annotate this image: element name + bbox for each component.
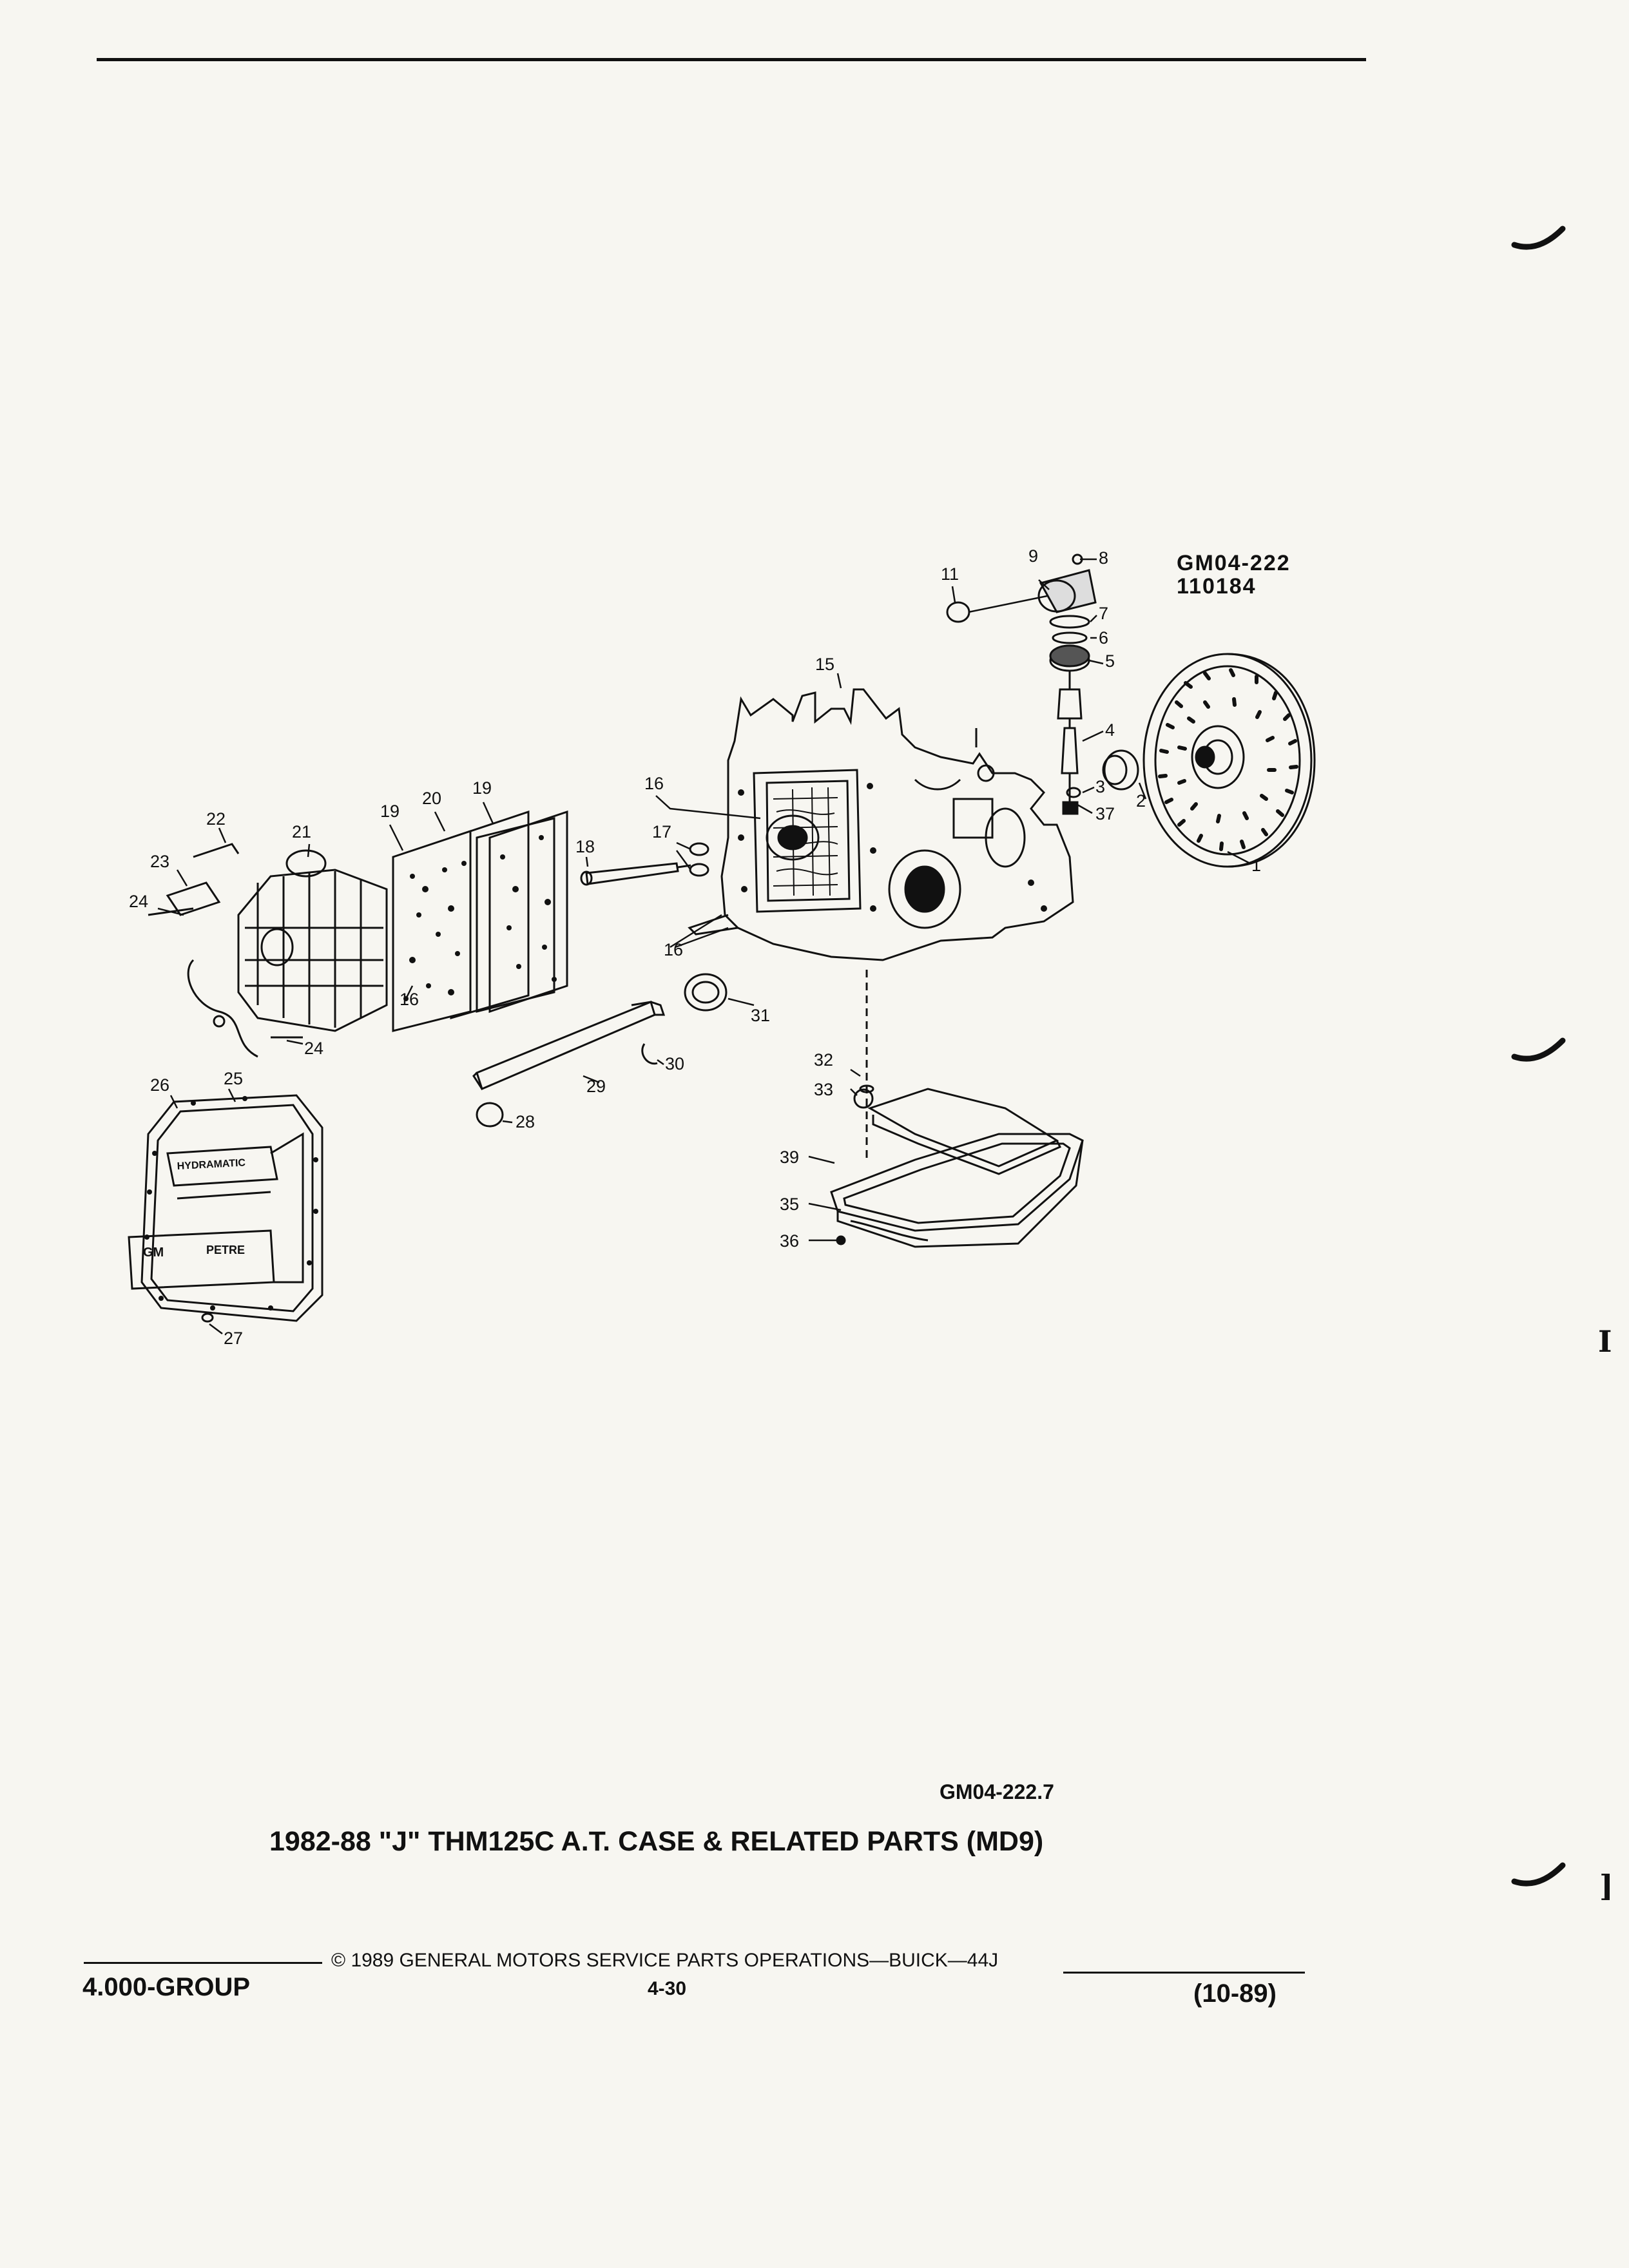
pan-gm-badge: GM [143,1245,164,1260]
callout-2: 2 [1136,791,1146,811]
margin-bracket-2: ] [1599,1869,1614,1903]
callout-36: 36 [780,1231,799,1251]
figure-code: GM04-222 [1177,551,1291,575]
footer-rule-left [84,1962,322,1964]
callout-6: 6 [1099,628,1108,648]
callout-35: 35 [780,1195,799,1214]
callout-24-a: 24 [129,892,148,911]
callout-22: 22 [206,809,226,829]
callout-21: 21 [292,822,311,841]
callout-5: 5 [1105,651,1115,671]
top-rule [97,58,1366,61]
callout-16-c: 16 [400,990,419,1009]
callout-33: 33 [814,1080,833,1099]
callout-labels: 1 2 3 4 5 6 7 8 9 11 15 16 16 16 17 18 1… [129,546,1261,1348]
callout-27: 27 [224,1329,243,1348]
bolts-17-illustration [689,842,709,877]
callout-15: 15 [815,655,834,674]
ring-30-illustration [641,1043,658,1065]
callout-19-a: 19 [380,802,400,821]
input-shaft-illustration [472,1000,666,1091]
callout-30: 30 [665,1054,684,1073]
leader-lines [157,558,1251,1334]
torque-converter-illustration [1142,653,1316,868]
callout-1: 1 [1251,856,1261,875]
figure-date: 110184 [1177,574,1257,599]
callout-39: 39 [780,1148,799,1167]
callout-20: 20 [422,789,441,808]
valve-body-illustration [148,843,388,1058]
callout-31: 31 [751,1006,770,1025]
callout-7: 7 [1099,604,1108,623]
margin-bracket-1: I [1598,1324,1612,1359]
figure-reference: GM04-222.7 [940,1780,1054,1803]
oil-pan-illustration [128,1094,323,1323]
callout-18: 18 [575,837,595,856]
footer-rule-right [1063,1972,1305,1974]
ring-28-illustration [476,1102,504,1128]
callout-37: 37 [1095,804,1115,823]
callout-17: 17 [652,822,671,841]
callout-29: 29 [586,1077,606,1096]
filter-gasket-illustration [830,1084,1084,1248]
pan-brand-label: HYDRAMATIC [177,1157,246,1172]
callout-11: 11 [941,564,959,584]
footer-copyright: © 1989 GENERAL MOTORS SERVICE PARTS OPER… [331,1950,999,1971]
callout-25: 25 [224,1069,243,1088]
transmission-case-illustration [688,688,1074,961]
footer-group: 4.000-GROUP [82,1973,251,2001]
shaft-18-illustration [580,862,691,886]
callout-16-b: 16 [664,940,683,959]
margin-ticks [1511,226,1566,1887]
callout-16-a: 16 [644,774,664,793]
figure-caption: 1982-88 "J" THM125C A.T. CASE & RELATED … [269,1826,1044,1857]
spacer-plates-illustration [392,810,568,1032]
callout-28: 28 [516,1112,535,1131]
callout-32: 32 [814,1050,833,1070]
callout-26: 26 [150,1075,169,1095]
callout-3: 3 [1095,777,1105,796]
callout-24-b: 24 [304,1039,323,1058]
callout-23: 23 [150,852,169,871]
footer-page-number: 4-30 [648,1978,687,1999]
callout-19-b: 19 [472,778,492,798]
callout-8: 8 [1099,548,1108,568]
callout-9: 9 [1028,546,1038,566]
seal-31-illustration [684,973,728,1012]
pan-part-label: PETRE [206,1244,245,1256]
governor-assembly-illustration [946,553,1139,815]
footer-date-code: (10-89) [1193,1979,1277,2008]
callout-4: 4 [1105,720,1115,740]
